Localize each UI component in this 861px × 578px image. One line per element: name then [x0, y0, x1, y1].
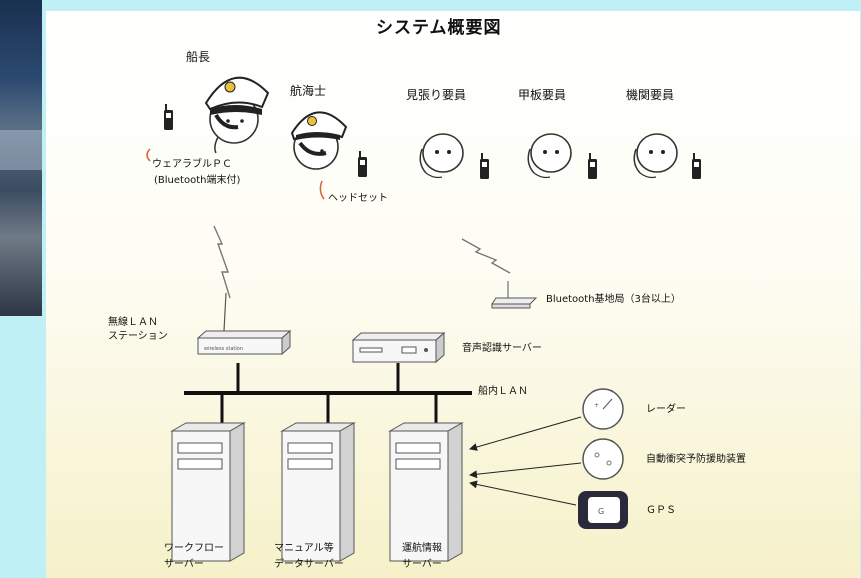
voice-server-label: 音声認識サーバー	[462, 343, 542, 354]
svg-text:wireless station: wireless station	[204, 346, 243, 352]
operation-server-label-2: サーバー	[402, 559, 442, 570]
deck-crew-figure-icon	[527, 133, 597, 179]
diagram-graphics: wireless station +	[146, 76, 701, 562]
navigator-figure-icon	[290, 111, 367, 200]
engine-crew-figure-icon	[633, 133, 701, 179]
gps-label: ＧＰＳ	[646, 505, 676, 516]
diagram-title: システム概要図	[376, 18, 502, 38]
signal-lightning-right-icon	[461, 238, 511, 274]
operation-server-label-1: 運航情報	[402, 543, 442, 554]
headset-label: ヘッドセット	[328, 193, 388, 204]
radar-device-icon: +	[582, 388, 624, 430]
bluetooth-base-label: Bluetooth基地局（3台以上）	[546, 294, 681, 305]
voice-server-icon	[351, 331, 446, 364]
arpa-device-icon	[582, 438, 624, 480]
lookout-figure-icon	[419, 133, 489, 179]
svg-text:+: +	[594, 402, 599, 409]
captain-label: 船長	[186, 50, 211, 64]
captain-figure-icon	[146, 76, 270, 162]
background-photo	[0, 0, 42, 316]
lookout-label: 見張り要員	[406, 88, 467, 102]
wireless-lan-label-2: ステーション	[108, 331, 168, 342]
workflow-server-label-1: ワークフロー	[164, 543, 224, 554]
signal-lightning-left-icon	[213, 225, 231, 299]
deck-crew-label: 甲板要員	[518, 88, 567, 102]
wearable-pc-label: ウェアラブルＰＣ	[152, 159, 232, 170]
navigator-label: 航海士	[290, 84, 327, 98]
manual-server-label-1: マニュアル等	[274, 543, 334, 554]
diagram-panel: wireless station +	[46, 11, 860, 578]
bluetooth-base-station-icon	[491, 281, 538, 309]
manual-server-label-2: データサーバー	[274, 559, 344, 570]
radar-label: レーダー	[646, 404, 686, 415]
arpa-label: 自動衝突予防援助装置	[646, 454, 746, 465]
operation-info-server-icon	[389, 422, 463, 562]
wearable-pc-note: (Bluetooth端末付)	[154, 175, 241, 186]
manual-data-server-icon	[281, 422, 355, 562]
gps-device-icon: G	[578, 491, 628, 529]
svg-text:G: G	[598, 507, 604, 516]
wireless-lan-station-icon: wireless station	[196, 292, 292, 356]
workflow-server-icon	[171, 422, 245, 562]
ship-lan-label: 船内ＬＡＮ	[478, 386, 528, 397]
engine-crew-label: 機関要員	[626, 88, 675, 102]
workflow-server-label-2: サーバー	[164, 559, 204, 570]
wireless-lan-label-1: 無線ＬＡＮ	[108, 317, 158, 328]
